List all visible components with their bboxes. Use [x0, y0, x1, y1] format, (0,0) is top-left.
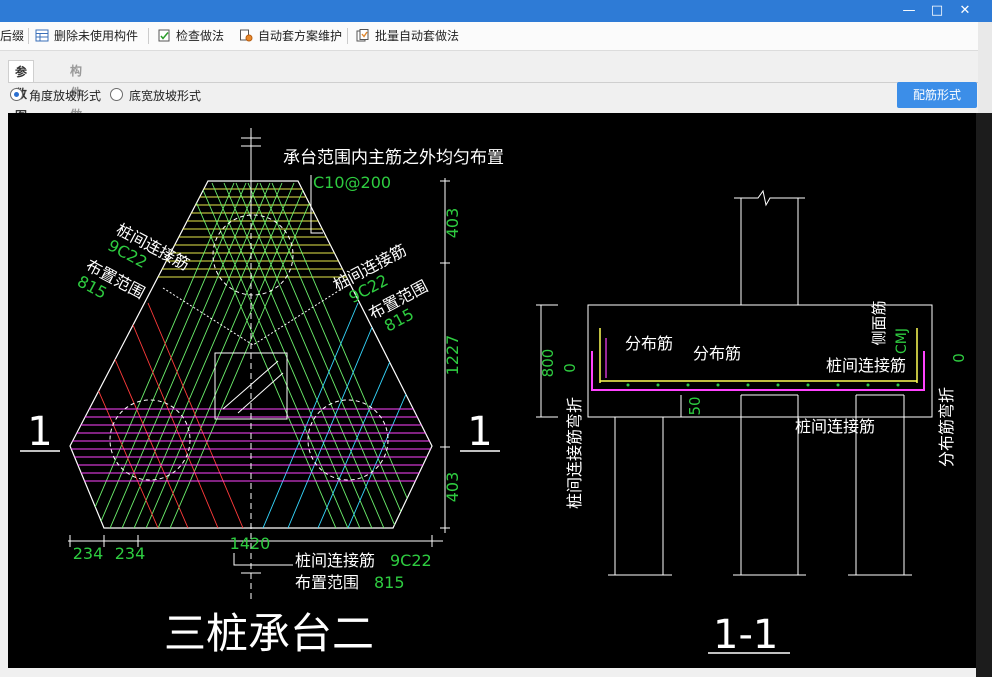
angle-slope-radio[interactable] — [10, 88, 23, 101]
tab-param-diagram[interactable]: 参数图 — [8, 60, 35, 123]
toolbar: 后缀 删除未使用构件 检查做法 自动套方案维护 批量自动套做法 — [0, 22, 978, 51]
left-link-annotation: 桩间连接筋 9C22 布置范围 815 — [74, 220, 192, 303]
sec-link-1: 桩间连接筋 — [826, 356, 906, 375]
check-method-label: 检查做法 — [176, 29, 225, 43]
pile-top — [212, 214, 294, 296]
dim-1227: 1227 — [443, 335, 462, 376]
bottom-range-label: 布置范围 — [295, 573, 359, 592]
toolbar-separator — [347, 28, 348, 44]
slope-options: 角度放坡形式 底宽放坡形式 — [0, 84, 978, 110]
sec-distribution-2: 分布筋 — [693, 344, 741, 363]
auto-scheme-label: 自动套方案维护 — [258, 29, 343, 43]
tab-divider — [8, 82, 978, 83]
section-mark-left: 1 — [27, 409, 52, 455]
bottom-width-slope-label: 底宽放坡形式 — [129, 89, 202, 103]
minimize-icon[interactable]: — — [902, 3, 916, 18]
toolbar-separator — [148, 28, 149, 44]
background-drawing-edge — [976, 113, 992, 677]
auto-scheme-button[interactable]: 自动套方案维护 — [239, 22, 342, 50]
link-rebar-v — [162, 287, 344, 346]
spacing-top: C10@200 — [313, 173, 391, 192]
sec-dim-0-right: 0 — [950, 353, 968, 363]
plan-title: 三桩承台二 — [164, 609, 374, 658]
check-document-icon — [158, 29, 170, 42]
suffix-label: 后缀 — [0, 29, 25, 43]
batch-auto-button[interactable]: 批量自动套做法 — [356, 22, 459, 50]
dim-403-top: 403 — [443, 208, 462, 239]
section-mark-right: 1 — [467, 409, 492, 455]
maximize-icon[interactable]: □ — [930, 3, 944, 18]
cyan-rebar-diagonals — [262, 302, 414, 528]
section-title: 1-1 — [713, 612, 778, 658]
suffix-button[interactable]: 后缀 — [0, 22, 24, 50]
bottom-link-value: 9C22 — [390, 551, 432, 570]
dim-234-a: 234 — [73, 544, 104, 563]
check-method-button[interactable]: 检查做法 — [157, 22, 224, 50]
bottom-range-value: 815 — [374, 573, 405, 592]
table-delete-icon — [35, 29, 49, 42]
close-icon[interactable]: ✕ — [959, 3, 971, 18]
batch-document-icon — [356, 29, 369, 42]
red-rebar-diagonals — [92, 302, 244, 528]
pile-cap-drawing: 403 1227 403 234 234 1420 1 1 承台范围内主筋之外均… — [20, 128, 968, 658]
sec-link-bend: 桩间连接筋弯折 — [565, 397, 584, 509]
sec-dim-800: 800 — [539, 349, 557, 378]
cad-drawing-canvas[interactable]: 403 1227 403 234 234 1420 1 1 承台范围内主筋之外均… — [8, 113, 976, 668]
magenta-rebar-horizontal — [70, 408, 432, 482]
bottom-width-slope-radio[interactable] — [110, 88, 123, 101]
gear-document-icon — [240, 29, 253, 42]
pile-cap-outline — [69, 180, 433, 529]
section-piles — [608, 395, 912, 576]
toolbar-separator — [28, 28, 29, 44]
dim-1420: 1420 — [230, 534, 271, 553]
rebar-dots — [626, 383, 900, 387]
rebar-form-button[interactable]: 配筋形式 — [897, 82, 977, 108]
batch-auto-label: 批量自动套做法 — [375, 29, 460, 43]
angle-slope-label: 角度放坡形式 — [29, 89, 102, 103]
sec-side-value: CMJ — [894, 328, 910, 354]
pile-right — [307, 399, 389, 481]
dim-403-bottom: 403 — [443, 472, 462, 503]
pile-left — [109, 399, 191, 481]
delete-unused-button[interactable]: 删除未使用构件 — [35, 22, 138, 50]
sec-distribution-1: 分布筋 — [625, 334, 673, 353]
title-bar: — □ ✕ — [0, 0, 992, 22]
dim-234-b: 234 — [115, 544, 146, 563]
bottom-link-label: 桩间连接筋 — [295, 551, 375, 570]
tab-component-method[interactable]: 构件做法 — [70, 64, 83, 144]
sec-dim-0-left: 0 — [561, 363, 579, 373]
sec-dim-50: 50 — [686, 396, 704, 415]
section-cap-outline — [587, 304, 933, 418]
delete-unused-label: 删除未使用构件 — [54, 29, 139, 43]
sec-link-2: 桩间连接筋 — [795, 417, 875, 436]
sec-distribution-bend: 分布筋弯折 — [937, 387, 956, 467]
note-top: 承台范围内主筋之外均匀布置 — [283, 148, 504, 168]
sec-side-face: 侧面筋 — [870, 300, 888, 345]
